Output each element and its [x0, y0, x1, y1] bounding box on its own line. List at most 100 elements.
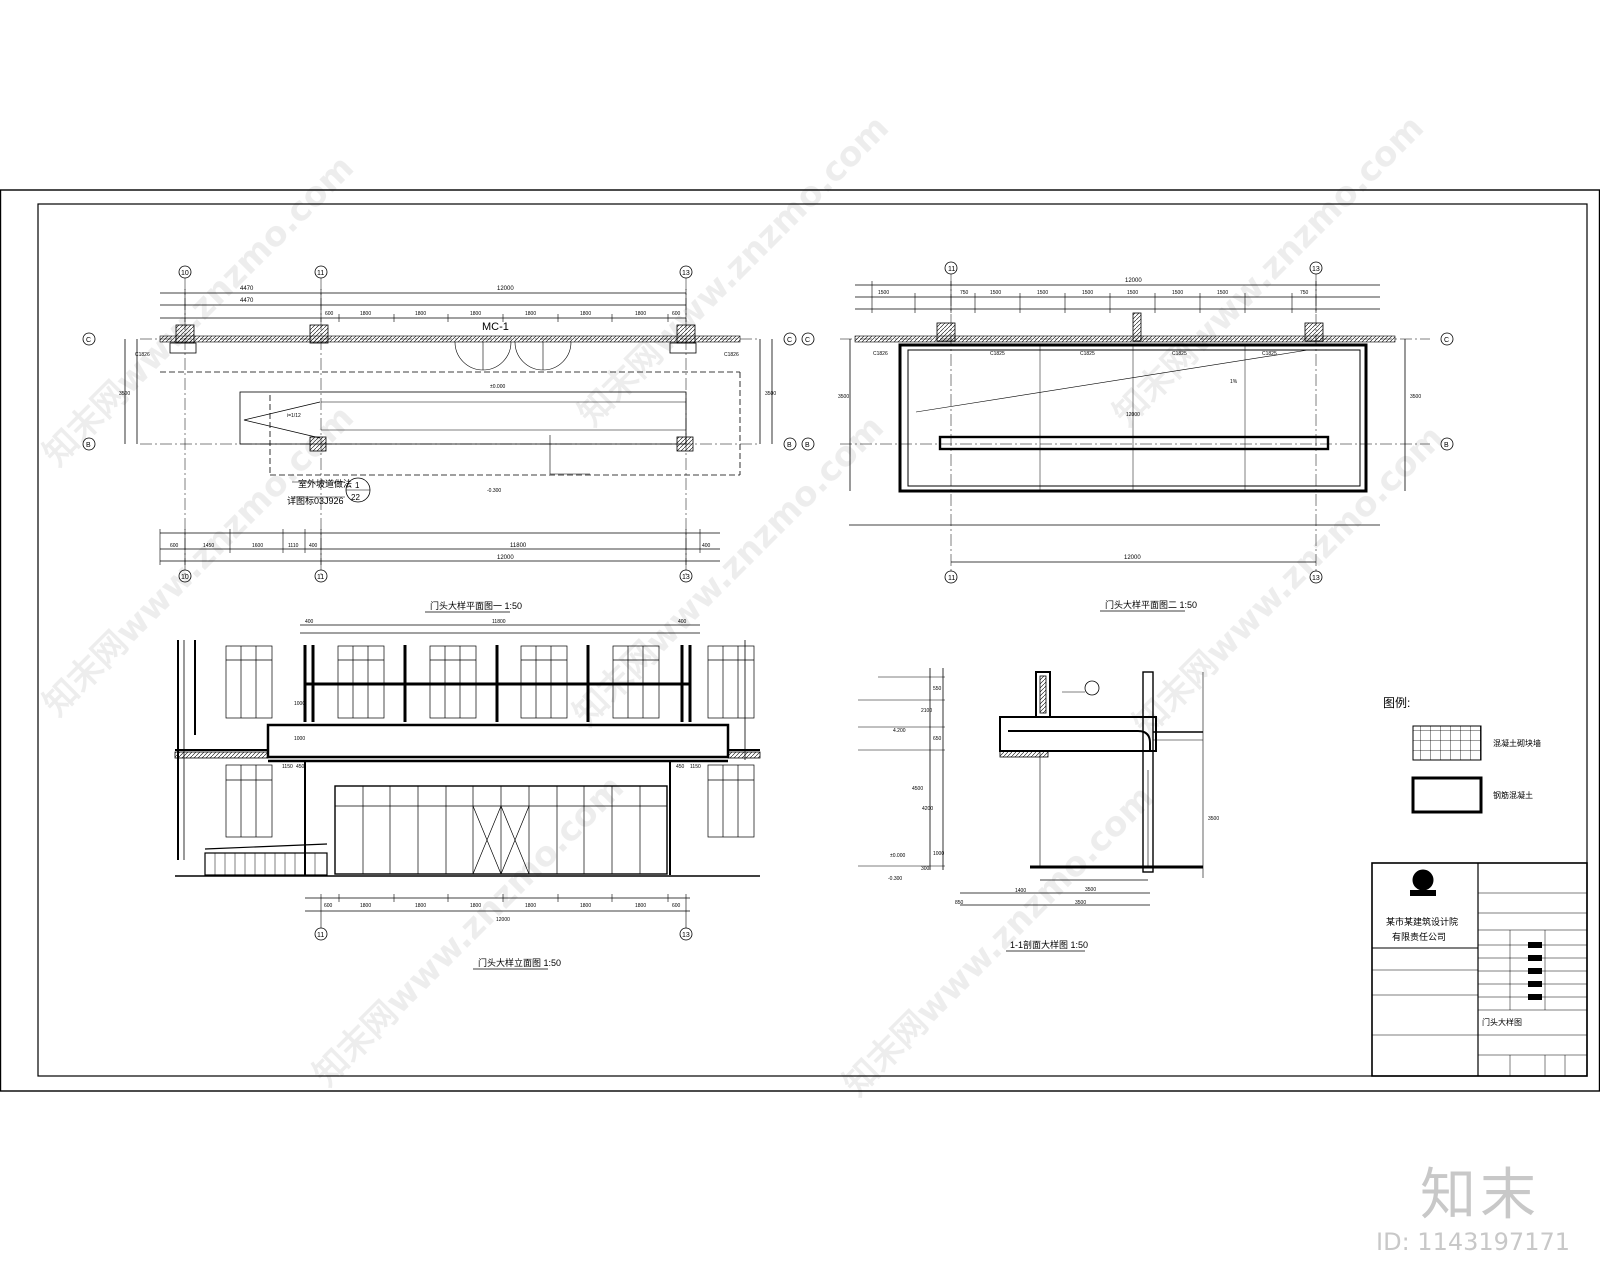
- elev-left-dim: 1000: [294, 736, 305, 742]
- grid-label-11-elev: 11: [317, 932, 324, 939]
- plan1-dim-bottom-seg: 11800: [510, 543, 527, 549]
- plan1-dim-bottom-seg: 1110: [288, 543, 299, 549]
- section-labels: 4.200 ±0.000 -0.300 550 2100 650 4500 42…: [888, 686, 1219, 950]
- ref-note: 详图标03J926: [287, 495, 344, 506]
- plan1-dim-seg: 1800: [470, 311, 481, 317]
- section-dim-top: 3500: [1085, 887, 1096, 893]
- grid-label-11: 11: [317, 270, 324, 277]
- elev-side-dim: 450: [676, 764, 685, 770]
- section-dim: 4500: [912, 786, 923, 792]
- grid-label-10: 10: [181, 270, 189, 277]
- plan-2-labels: 11 13 11 13 C B C B 12000 1500 750 1500 …: [805, 266, 1449, 610]
- plan1-dim-total-top: 12000: [497, 286, 514, 292]
- plan2-title: 门头大样平面图二 1:50: [1105, 599, 1197, 610]
- plan1-dim-left-mid: 4470: [240, 298, 254, 304]
- slope-note: i=1/12: [287, 413, 301, 419]
- plan1-dim-seg: 1800: [580, 311, 591, 317]
- image-id: ID: 1143197171: [1376, 1228, 1570, 1256]
- callout-num: 1: [355, 481, 360, 490]
- legend-item-2: 钢筋混凝土: [1493, 790, 1533, 800]
- grid-label-c: C: [805, 337, 810, 344]
- section-dim: 2100: [921, 708, 932, 714]
- grid-label-13: 13: [682, 270, 690, 277]
- grid-label-11-bottom: 11: [948, 575, 955, 582]
- section-level: ±0.000: [890, 853, 905, 859]
- plan2-slope: 1%: [1230, 379, 1238, 385]
- plan1-dim-bottom-seg: 400: [702, 543, 711, 549]
- grid-label-b-right: B: [787, 442, 792, 449]
- section-level: 4.200: [893, 728, 906, 734]
- outer-frame: [0, 189, 1600, 1092]
- inner-frame: [37, 203, 1588, 1077]
- plan1-dim-bottom-seg: 1600: [252, 543, 263, 549]
- title-block: [1371, 862, 1588, 1077]
- elev-dim-top: 400: [678, 619, 687, 625]
- window-label: C1825: [1172, 351, 1187, 357]
- plan1-dim-seg: 600: [325, 311, 334, 317]
- section-dim-bottom: 1400: [1015, 888, 1026, 894]
- legend-item-1: 混凝土砌块墙: [1493, 738, 1541, 748]
- grid-label-11-bottom: 11: [317, 574, 324, 581]
- brand-logo-text: 知末: [1420, 1163, 1540, 1228]
- elev-dim-total: 12000: [496, 917, 510, 923]
- grid-label-13-bottom: 13: [1312, 575, 1320, 582]
- legend: 图例: 混凝土砌块墙 钢筋混凝土: [1383, 696, 1541, 814]
- section-dim: 650: [933, 736, 942, 742]
- elev-dim-bottom: 600: [672, 903, 681, 909]
- plan2-dim-right: 3500: [1410, 394, 1421, 400]
- section-dim: 4200: [922, 806, 933, 812]
- grid-label-c-left: C: [86, 337, 91, 344]
- elev-dim-top: 11800: [492, 619, 506, 625]
- plan2-dim-seg: 1500: [990, 290, 1001, 296]
- grid-label-b: B: [805, 442, 810, 449]
- ramp-note: 室外坡道做法: [298, 478, 352, 489]
- plan2-dim-seg: 1500: [1037, 290, 1048, 296]
- plan1-dim-bottom-seg: 400: [309, 543, 318, 549]
- grid-label-c-right: C: [787, 337, 792, 344]
- window-label: C1825: [1080, 351, 1095, 357]
- grid-label-b-left: B: [86, 442, 91, 449]
- plan1-dim-bottom-total: 12000: [497, 555, 514, 561]
- plan1-dim-seg: 1800: [635, 311, 646, 317]
- plan1-dim-right: 3500: [765, 391, 776, 397]
- elev-side-dim: 450: [296, 764, 305, 770]
- elev-side-dim: 1150: [282, 764, 293, 770]
- section-dim-right: 3500: [1208, 816, 1219, 822]
- section-dim: 300: [921, 866, 930, 872]
- plan1-dim-bottom-seg: 600: [170, 543, 179, 549]
- section-title: 1-1剖面大样图 1:50: [1010, 939, 1088, 950]
- grid-label-b-right: B: [1444, 442, 1449, 449]
- plan1-dim-seg: 600: [672, 311, 681, 317]
- elev-dim-bottom: 600: [324, 903, 333, 909]
- plan2-dim-seg: 1500: [878, 290, 889, 296]
- company-name-line2: 有限责任公司: [1392, 931, 1446, 942]
- elev-dim-bottom: 1800: [525, 903, 536, 909]
- elevation: [174, 624, 761, 941]
- elev-dim-bottom: 1800: [580, 903, 591, 909]
- window-label: C1825: [990, 351, 1005, 357]
- section-dim: 1000: [933, 851, 944, 857]
- plan2-dim-seg: 750: [1300, 290, 1309, 296]
- plan2-dim-seg: 750: [960, 290, 969, 296]
- plan-1: [82, 265, 797, 583]
- elev-dim-bottom: 1800: [415, 903, 426, 909]
- elev-dim-bottom: 1800: [635, 903, 646, 909]
- window-label-left: C1826: [135, 352, 150, 358]
- level-bottom: -0.300: [487, 488, 501, 494]
- door-label: MC-1: [482, 321, 509, 333]
- plan1-dim-left-top: 4470: [240, 286, 254, 292]
- callout-sheet: 22: [351, 493, 360, 502]
- grid-label-11: 11: [948, 266, 955, 273]
- window-label: C1825: [1262, 351, 1277, 357]
- plan2-dim-seg: 1500: [1217, 290, 1228, 296]
- plan2-dim-mid: 12000: [1126, 412, 1140, 418]
- elevation-title: 门头大样立面图 1:50: [478, 957, 561, 968]
- legend-swatch-block: [1412, 725, 1482, 761]
- legend-title: 图例:: [1383, 696, 1410, 710]
- elev-dim-bottom: 1800: [470, 903, 481, 909]
- legend-swatch-concrete: [1411, 776, 1483, 814]
- grid-label-13-elev: 13: [682, 932, 690, 939]
- company-name-line1: 某市某建筑设计院: [1386, 916, 1458, 927]
- window-label-right: C1826: [724, 352, 739, 358]
